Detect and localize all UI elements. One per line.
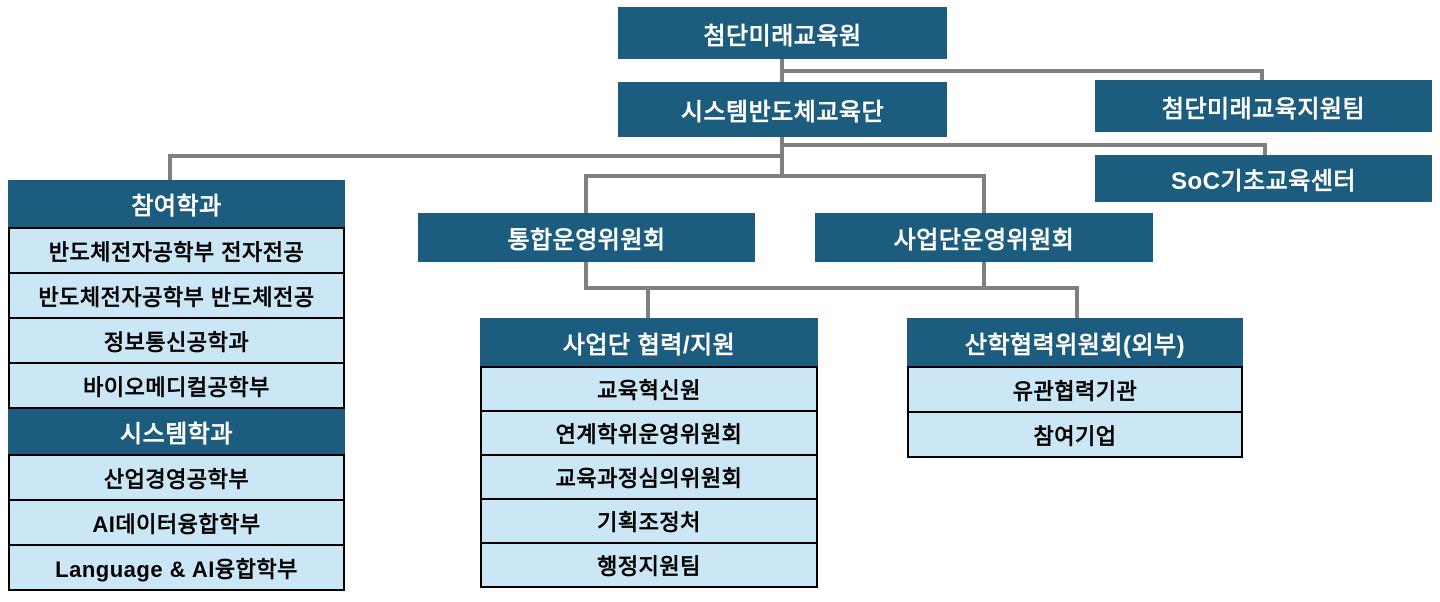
- left-column-item: 산업경영공학부: [8, 454, 345, 501]
- external-item: 유관협력기관: [907, 366, 1243, 413]
- support-item: 행정지원팀: [480, 542, 818, 588]
- cooperation-support-header: 사업단 협력/지원: [480, 318, 818, 366]
- left-column-item: 바이오메디컬공학부: [8, 362, 345, 409]
- connector-sub-branch: [584, 286, 1079, 290]
- left-column-item: Language & AI융합학부: [8, 544, 345, 591]
- left-column-item: 반도체전자공학부 반도체전공: [8, 272, 345, 319]
- connector-external-drop: [1075, 286, 1079, 318]
- left-column-item: AI데이터융합학부: [8, 499, 345, 546]
- connector-coop-drop: [646, 286, 650, 318]
- connector-committee-branch: [584, 174, 986, 178]
- connector-soc-drop: [1263, 143, 1267, 155]
- cooperation-support-column: 사업단 협력/지원 교육혁신원 연계학위운영위원회 교육과정심의위원회 기획조정…: [480, 318, 818, 588]
- connector-supportteam-drop: [1260, 69, 1264, 80]
- participating-depts-header: 참여학과: [8, 180, 345, 227]
- connector-integrated-drop: [584, 174, 588, 213]
- connector-root-to-supportteam: [780, 69, 1264, 73]
- connector-left-drop: [168, 154, 172, 180]
- system-depts-header: 시스템학과: [8, 409, 345, 454]
- left-departments-column: 참여학과 반도체전자공학부 전자전공 반도체전자공학부 반도체전공 정보통신공학…: [8, 180, 345, 591]
- external-committee-header: 산학협력위원회(외부): [907, 318, 1243, 366]
- division-box: 시스템반도체교육단: [618, 82, 947, 137]
- connector-integrated-down: [584, 262, 588, 290]
- connector-soc-branch: [780, 143, 1267, 147]
- left-column-item: 정보통신공학과: [8, 317, 345, 364]
- support-item: 교육혁신원: [480, 366, 818, 412]
- connector-left-branch: [168, 154, 784, 158]
- external-item: 참여기업: [907, 411, 1243, 458]
- support-team-box: 첨단미래교육지원팀: [1095, 80, 1432, 132]
- connector-project-drop: [982, 174, 986, 213]
- project-committee-box: 사업단운영위원회: [815, 213, 1153, 262]
- left-column-item: 반도체전자공학부 전자전공: [8, 227, 345, 274]
- root-org-box: 첨단미래교육원: [618, 7, 947, 59]
- support-item: 연계학위운영위원회: [480, 410, 818, 456]
- support-item: 기획조정처: [480, 498, 818, 544]
- connector-project-down: [982, 262, 986, 290]
- integrated-committee-box: 통합운영위원회: [418, 213, 755, 262]
- soc-center-box: SoC기초교육센터: [1095, 155, 1432, 202]
- external-committee-column: 산학협력위원회(외부) 유관협력기관 참여기업: [907, 318, 1243, 458]
- support-item: 교육과정심의위원회: [480, 454, 818, 500]
